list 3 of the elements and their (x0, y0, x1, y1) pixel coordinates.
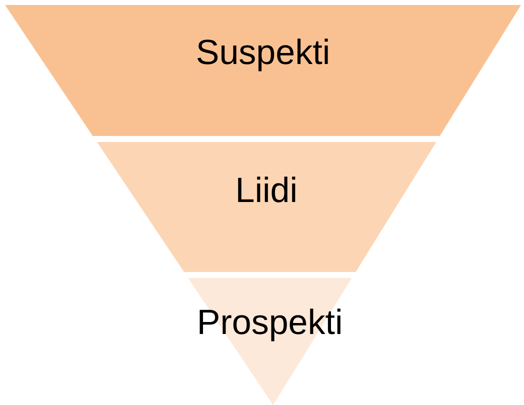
segment-label: Liidi (234, 171, 299, 211)
segment-label: Suspekti (194, 33, 332, 73)
segment-label: Prospekti (196, 303, 344, 343)
